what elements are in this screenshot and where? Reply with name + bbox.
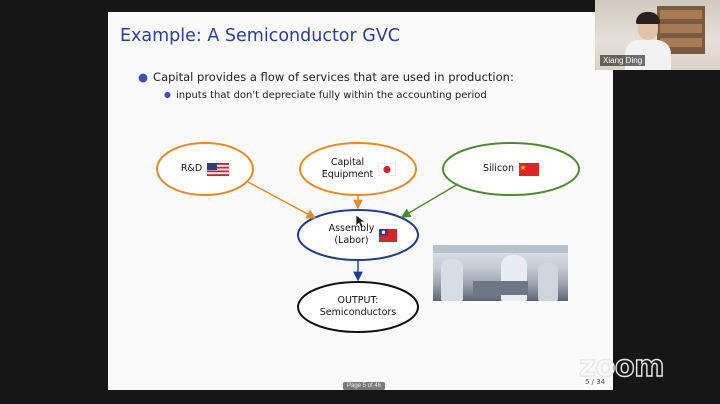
rnd-to-assembly-arrow (247, 181, 317, 219)
silicon-to-assembly-arrow (400, 183, 459, 218)
page-indicator: Page 5 of 46 (343, 382, 386, 390)
gvc-diagram (156, 142, 580, 333)
japan-flag-icon (378, 162, 397, 176)
presentation-slide: Example: A Semiconductor GVC ● Capital pr… (108, 12, 613, 390)
silicon-label: Silicon (482, 163, 514, 174)
taiwan-flag-icon (379, 228, 398, 242)
bullet-point: ● Capital provides a flow of services tha… (138, 70, 514, 84)
node-output: OUTPUT: Semiconductors (308, 291, 408, 323)
capital-label-line1: Capital (330, 157, 365, 168)
node-capital-equipment: Capital Equipment (308, 153, 410, 185)
assembly-label-line2: (Labor) (334, 235, 369, 246)
silicon-ellipse (442, 142, 580, 196)
output-ellipse (297, 281, 419, 333)
rnd-ellipse (156, 142, 254, 196)
output-label-line1: OUTPUT: (337, 295, 379, 306)
slide-title: Example: A Semiconductor GVC (120, 26, 401, 46)
node-rnd: R&D (160, 157, 250, 181)
us-flag-icon (207, 162, 230, 176)
participant-name: Xiang Ding (600, 55, 646, 66)
capital-label-line2: Equipment (321, 169, 374, 180)
rnd-label: R&D (180, 163, 203, 174)
sub-bullet-icon: ● (164, 90, 171, 99)
node-assembly: Assembly (Labor) (313, 219, 413, 251)
china-flag-icon (519, 162, 539, 176)
slide-counter: 5 / 34 (585, 378, 606, 386)
bullet-text: Capital provides a flow of services that… (153, 70, 514, 84)
sub-bullet-text: inputs that don't depreciate fully withi… (175, 90, 487, 101)
assembly-label-line1: Assembly (328, 223, 375, 234)
zoom-logo: zoom (578, 348, 665, 383)
mouse-cursor-icon (355, 214, 366, 229)
output-label-line2: Semiconductors (319, 307, 397, 318)
semiconductor-factory-photo (433, 245, 568, 301)
bullet-icon: ● (138, 70, 149, 84)
bookshelf (657, 6, 705, 54)
sub-bullet-point: ● inputs that don't depreciate fully with… (164, 90, 487, 101)
node-silicon: Silicon (458, 157, 564, 181)
